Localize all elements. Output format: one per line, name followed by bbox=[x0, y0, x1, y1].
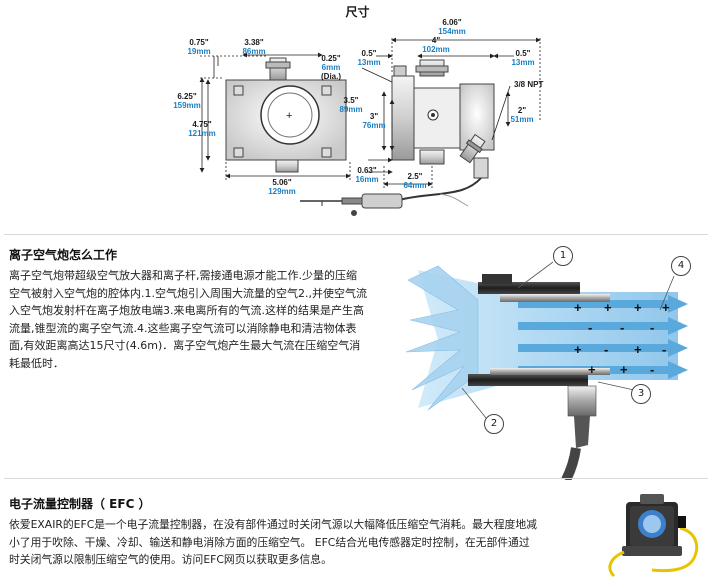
text-line: 依爱EXAIR的EFC是一个电子流量控制器，在没有部件通过时关闭气源以大幅降低压… bbox=[9, 518, 537, 531]
side-view bbox=[300, 59, 495, 216]
dim-2: 2" 51mm bbox=[506, 106, 538, 124]
dim-in: 2.5" bbox=[407, 172, 423, 181]
text-line: 面,有效距离高达15尺寸(4.6m)．离子空气炮产生最大气流在压缩空气消 bbox=[9, 339, 361, 352]
divider bbox=[4, 478, 708, 479]
dim-in: 5.06" bbox=[272, 178, 292, 187]
svg-text:-: - bbox=[620, 320, 624, 335]
svg-text:+: + bbox=[588, 362, 596, 377]
text-line: 小了用于吹除、干燥、冷却、输送和静电消除方面的压缩空气。 EFC结合光电传感器定… bbox=[9, 535, 530, 549]
dim-2-5: 2.5" 64mm bbox=[398, 172, 432, 190]
dim-in: 0.5" bbox=[515, 49, 531, 58]
dim-in: 3.38" bbox=[244, 38, 264, 47]
svg-text:+: + bbox=[286, 110, 292, 122]
dim-4-75: 4.75" 121mm bbox=[186, 120, 218, 138]
dim-in: 0.5" bbox=[361, 49, 377, 58]
efc-heading: 电子流量控制器（ EFC ） bbox=[9, 497, 151, 511]
dim-3-5: 3.5" 89mm bbox=[334, 96, 368, 114]
svg-text:+: + bbox=[604, 300, 612, 315]
efc-device-image bbox=[608, 494, 699, 578]
dim-mm: 13mm bbox=[511, 58, 535, 67]
dim-mm: 13mm bbox=[357, 58, 381, 67]
dim-0-75: 0.75" 19mm bbox=[184, 38, 214, 56]
svg-text:-: - bbox=[650, 320, 654, 335]
dim-mm: 6mm bbox=[321, 63, 341, 72]
svg-text:+: + bbox=[634, 300, 642, 315]
svg-text:+: + bbox=[662, 300, 670, 315]
callout-4: 4 bbox=[671, 256, 691, 276]
dim-mm: 129mm bbox=[268, 187, 296, 196]
divider bbox=[4, 234, 708, 235]
dim-mm: 51mm bbox=[510, 115, 534, 124]
text-line: 离子空气炮带超级空气放大器和离子杆,需接通电源才能工作.少量的压缩 bbox=[9, 269, 357, 282]
callout-3: 3 bbox=[631, 384, 651, 404]
how-it-works-heading: 离子空气炮怎么工作 bbox=[9, 248, 118, 262]
dim-mm: 76mm bbox=[362, 121, 386, 130]
text-line: 空气被射入空气炮的腔体内.1.空气炮引入周围大流量的空气2.,并使空气流 bbox=[9, 286, 367, 300]
efc-text: 依爱EXAIR的EFC是一个电子流量控制器，在没有部件通过时关闭气源以大幅降低压… bbox=[9, 516, 609, 569]
dim-mm: 102mm bbox=[422, 45, 450, 54]
dim-in: 3" bbox=[369, 112, 379, 121]
how-it-works-text: 离子空气炮带超级空气放大器和离子杆,需接通电源才能工作.少量的压缩 空气被射入空… bbox=[9, 267, 404, 372]
dim-0-63: 0.63" 16mm bbox=[352, 166, 382, 184]
svg-text:+: + bbox=[574, 300, 582, 315]
text-line: 入空气炮发射杆在离子炮放电端3.来电离所有的气流.这样的结果是产生高 bbox=[9, 304, 364, 317]
dim-mm: 16mm bbox=[355, 175, 379, 184]
svg-text:-: - bbox=[604, 342, 608, 357]
svg-text:+: + bbox=[634, 342, 642, 357]
dim-mm: 19mm bbox=[187, 47, 211, 56]
dim-mm: 64mm bbox=[403, 181, 427, 190]
dim-in: 2" bbox=[517, 106, 527, 115]
dim-mm: 154mm bbox=[438, 27, 466, 36]
dim-6-25: 6.25" 159mm bbox=[172, 92, 202, 110]
airflow-diagram: ++++ --- +-+- ++- bbox=[405, 261, 688, 480]
dim-0-5-right: 0.5" 13mm bbox=[508, 49, 538, 67]
dim-0-5-left: 0.5" 13mm bbox=[352, 49, 386, 67]
text-line: 流量,锥型流的离子空气流.4.这些离子空气流可以消除静电和清洁物体表 bbox=[9, 321, 357, 335]
dim-mm: 121mm bbox=[188, 129, 216, 138]
page-title: 尺寸 bbox=[345, 5, 370, 19]
dim-5-06: 5.06" 129mm bbox=[262, 178, 302, 196]
dimension-drawing: + bbox=[199, 37, 541, 216]
npt-label: 3/8 NPT bbox=[514, 80, 544, 89]
svg-text:-: - bbox=[662, 342, 666, 357]
dim-in: 4" bbox=[431, 36, 441, 45]
text-line: 耗最低时． bbox=[9, 356, 64, 370]
dim-3: 3" 76mm bbox=[358, 112, 390, 130]
dim-in: 0.75" bbox=[189, 38, 209, 47]
callout-2: 2 bbox=[484, 414, 504, 434]
svg-text:-: - bbox=[588, 320, 592, 335]
text-line: 时关闭气源以限制压缩空气的使用。访问EFC网页以获取更多信息。 bbox=[9, 553, 332, 566]
dim-in: 0.25" bbox=[321, 54, 341, 63]
dim-3-38: 3.38" 86mm bbox=[236, 38, 272, 56]
front-view: + bbox=[225, 57, 347, 173]
dim-mm: 89mm bbox=[339, 105, 363, 114]
dim-in: 4.75" bbox=[192, 120, 212, 129]
dim-note: (Dia.) bbox=[321, 72, 341, 81]
dim-mm: 86mm bbox=[242, 47, 266, 56]
dim-in: 6.25" bbox=[177, 92, 197, 101]
callout-1: 1 bbox=[553, 246, 573, 266]
dim-in: 3.5" bbox=[343, 96, 359, 105]
svg-text:+: + bbox=[574, 342, 582, 357]
dim-mm: 159mm bbox=[173, 101, 201, 110]
dim-6-06: 6.06" 154mm bbox=[432, 18, 472, 36]
dim-in: 6.06" bbox=[442, 18, 462, 27]
dim-in: 0.63" bbox=[357, 166, 377, 175]
svg-text:+: + bbox=[620, 362, 628, 377]
dim-0-25: 0.25" 6mm (Dia.) bbox=[314, 54, 348, 81]
svg-text:-: - bbox=[650, 362, 654, 377]
dim-4: 4" 102mm bbox=[416, 36, 456, 54]
